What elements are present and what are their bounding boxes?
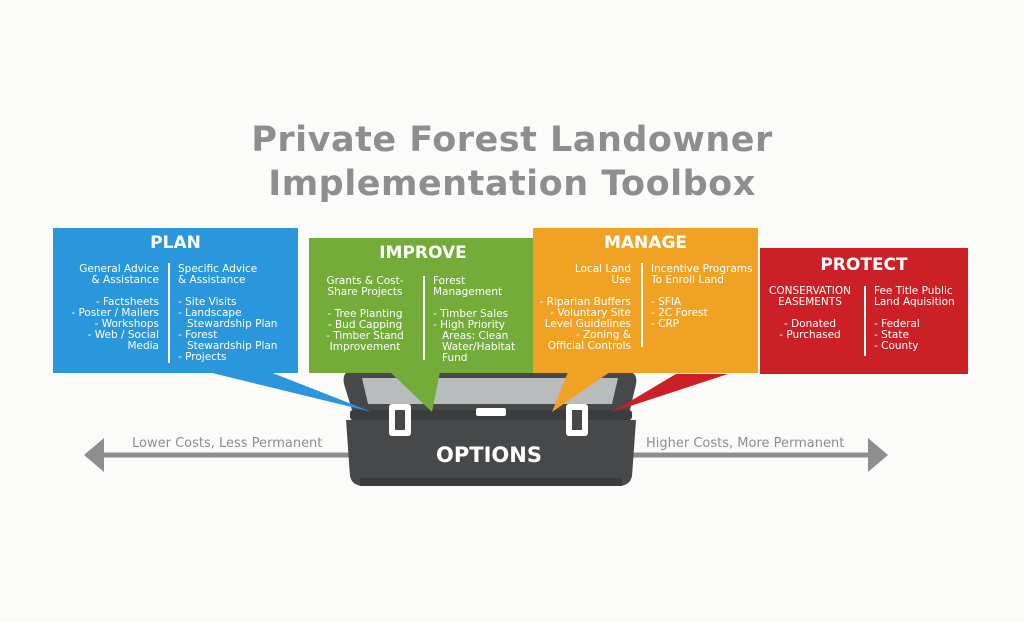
list-item: - State [874, 329, 909, 341]
improve-heading: IMPROVE [379, 243, 467, 263]
list-item: Level Guidelines [544, 318, 631, 330]
list-item: Improvement [329, 341, 401, 353]
improve-bubble-tail [390, 372, 440, 412]
protect-left-header: CONSERVATION EASEMENTS [762, 286, 858, 308]
list-item: - Purchased [779, 329, 841, 341]
plan-right-header-line: Specific Advice [178, 263, 258, 275]
arrow-left-head [84, 438, 104, 472]
manage-left-header-line: Local Land [574, 263, 631, 275]
list-item: Fund [442, 352, 468, 364]
manage-left-header-line: Use [611, 274, 631, 286]
list-item: - Factsheets [95, 296, 159, 308]
manage-local-land-use-column: Local Land Use - Riparian Buffers - Volu… [533, 264, 631, 352]
list-item: - County [874, 340, 919, 352]
list-item: - SFIA [651, 296, 682, 308]
arrow-right-head [868, 438, 888, 472]
options-label: OPTIONS [430, 440, 548, 470]
protect-left-header-line: EASEMENTS [778, 296, 842, 308]
plan-left-header: General Advice & Assistance [53, 264, 159, 286]
plan-heading: PLAN [150, 233, 201, 253]
protect-bubble-tail [612, 374, 728, 412]
plan-bubble [53, 228, 298, 373]
title-line-2: Implementation Toolbox [268, 164, 756, 204]
page-title: Private Forest Landowner Implementation … [0, 118, 1024, 206]
list-item: - Bud Capping [327, 319, 403, 331]
list-item: Media [127, 340, 159, 352]
list-item: - CRP [651, 318, 680, 330]
plan-left-header-line: General Advice [79, 263, 159, 275]
list-item: Official Controls [547, 340, 631, 352]
lower-cost-label: Lower Costs, Less Permanent [132, 436, 323, 451]
list-item: - 2C Forest [651, 307, 708, 319]
improve-left-header-line: Grants & Cost- [326, 275, 404, 287]
list-item: - Voluntary Site [550, 307, 631, 319]
protect-easements-column: CONSERVATION EASEMENTS - Donated - Purch… [762, 286, 858, 341]
plan-specific-advice-column: Specific Advice & Assistance - Site Visi… [178, 264, 277, 363]
title-line-1: Private Forest Landowner [251, 120, 773, 160]
protect-box: PROTECT CONSERVATION EASEMENTS - Donated… [760, 248, 968, 374]
protect-column-divider [864, 286, 866, 356]
list-item: Stewardship Plan [187, 340, 278, 352]
list-item: - Tree Planting [327, 308, 403, 320]
plan-general-advice-column: General Advice & Assistance - Factsheets… [53, 264, 159, 352]
improve-left-header-line: Share Projects [327, 286, 403, 298]
protect-heading: PROTECT [820, 255, 908, 275]
list-item: - Landscape [178, 307, 242, 319]
list-item: - Timber Stand [326, 330, 404, 342]
manage-bubble-tail [552, 372, 610, 412]
manage-right-header-line: To Enroll Land [651, 274, 724, 286]
plan-box: PLAN General Advice & Assistance - Facts… [53, 228, 298, 373]
plan-bubble-tail [208, 372, 372, 412]
list-item: - Site Visits [178, 296, 237, 308]
protect-right-header: Fee Title Public Land Aquisition [874, 286, 955, 308]
improve-right-header: Forest Management [433, 276, 515, 298]
protect-left-header-line: CONSERVATION [769, 285, 851, 297]
plan-right-header-line: & Assistance [178, 274, 246, 286]
manage-bubble [533, 228, 758, 373]
improve-box: IMPROVE Grants & Cost- Share Projects - … [309, 238, 537, 373]
manage-column-divider [641, 263, 643, 347]
list-item: Areas: Clean [442, 330, 509, 342]
list-item: Water/Habitat [442, 341, 516, 353]
plan-right-header: Specific Advice & Assistance [178, 264, 277, 286]
list-item: - Poster / Mailers [71, 307, 159, 319]
manage-right-header: Incentive Programs To Enroll Land [651, 264, 752, 286]
manage-box: MANAGE Local Land Use - Riparian Buffers… [533, 228, 758, 373]
improve-grants-column: Grants & Cost- Share Projects - Tree Pla… [313, 276, 417, 353]
improve-forest-management-column: Forest Management - Timber Sales - High … [433, 276, 515, 364]
improve-left-header: Grants & Cost- Share Projects [313, 276, 417, 298]
manage-left-header: Local Land Use [533, 264, 631, 286]
manage-incentive-programs-column: Incentive Programs To Enroll Land - SFIA… [651, 264, 752, 330]
list-item: - Web / Social [87, 329, 159, 341]
list-item: - Projects [178, 351, 227, 363]
list-item: - Donated [784, 318, 836, 330]
improve-column-divider [423, 276, 425, 360]
list-item: - Riparian Buffers [539, 296, 631, 308]
list-item: - Zoning & [575, 329, 631, 341]
list-item: - Federal [874, 318, 920, 330]
list-item: - Timber Sales [433, 308, 509, 320]
protect-right-header-line: Land Aquisition [874, 296, 955, 308]
list-item: Stewardship Plan [187, 318, 278, 330]
plan-column-divider [168, 263, 170, 363]
protect-fee-title-column: Fee Title Public Land Aquisition - Feder… [874, 286, 955, 352]
manage-heading: MANAGE [603, 233, 688, 253]
improve-right-header-line: Management [433, 286, 503, 298]
list-item: - High Priority [433, 319, 505, 331]
improve-right-header-line: Forest [433, 275, 466, 287]
protect-right-header-line: Fee Title Public [874, 285, 953, 297]
plan-left-header-line: & Assistance [91, 274, 159, 286]
list-item: - Workshops [94, 318, 159, 330]
higher-cost-label: Higher Costs, More Permanent [646, 436, 845, 451]
list-item: - Forest [178, 329, 218, 341]
manage-right-header-line: Incentive Programs [651, 263, 753, 275]
